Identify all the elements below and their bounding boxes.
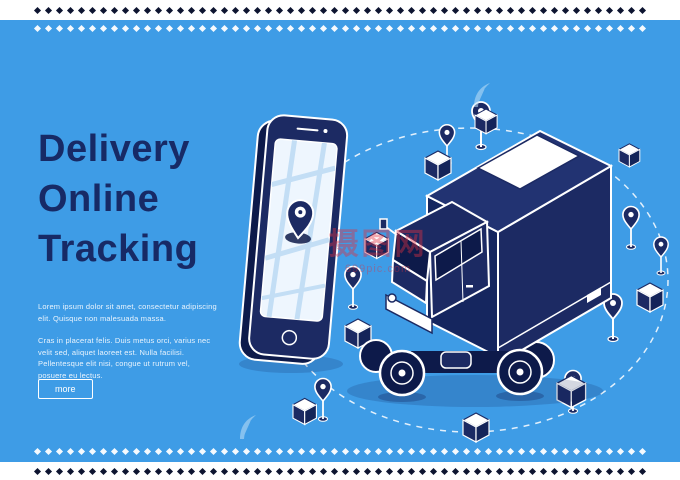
top-white-diamond-row (0, 24, 680, 33)
delivery-truck-illustration (347, 129, 614, 407)
smartphone-illustration (238, 114, 349, 373)
watermark-feather-icon (240, 415, 256, 440)
phone-map (261, 140, 336, 320)
title-line-3: Tracking (38, 228, 199, 271)
truck-side-window (434, 227, 483, 282)
intro-paragraph: Lorem ipsum dolor sit amet, consectetur … (38, 302, 217, 323)
phone-home-button (281, 329, 298, 346)
bottom-white-diamond-row (0, 447, 680, 456)
truck-cab (379, 200, 491, 335)
bottom-black-diamond-row (33, 467, 647, 475)
phone-camera-dot (323, 129, 328, 134)
map-pin-icon (286, 199, 315, 240)
truck-wheels (378, 348, 544, 402)
watermark-feather-icon (474, 83, 490, 108)
bottom-border-band (0, 462, 680, 480)
truck-headlight (387, 293, 397, 303)
top-border-band (0, 0, 680, 20)
banner-title: Delivery Online Tracking (38, 124, 198, 274)
title-line-1: Delivery (38, 128, 190, 170)
truck-door-handle (466, 285, 473, 288)
dashed-route-path (271, 127, 669, 433)
phone-speaker (296, 127, 319, 132)
more-button[interactable]: more (38, 379, 93, 399)
truck-fuel-tank (440, 351, 472, 369)
truck-hood (390, 258, 429, 305)
title-line-2: Online (38, 178, 160, 221)
truck-bumper (385, 293, 433, 335)
truck-mirror (379, 218, 388, 230)
detail-paragraph: Cras in placerat felis. Duis metus orci,… (38, 336, 211, 380)
truck-tail-marker (587, 287, 601, 303)
top-black-diamond-row (33, 6, 647, 14)
delivery-illustration (238, 101, 670, 443)
truck-roof-panel (476, 134, 581, 190)
